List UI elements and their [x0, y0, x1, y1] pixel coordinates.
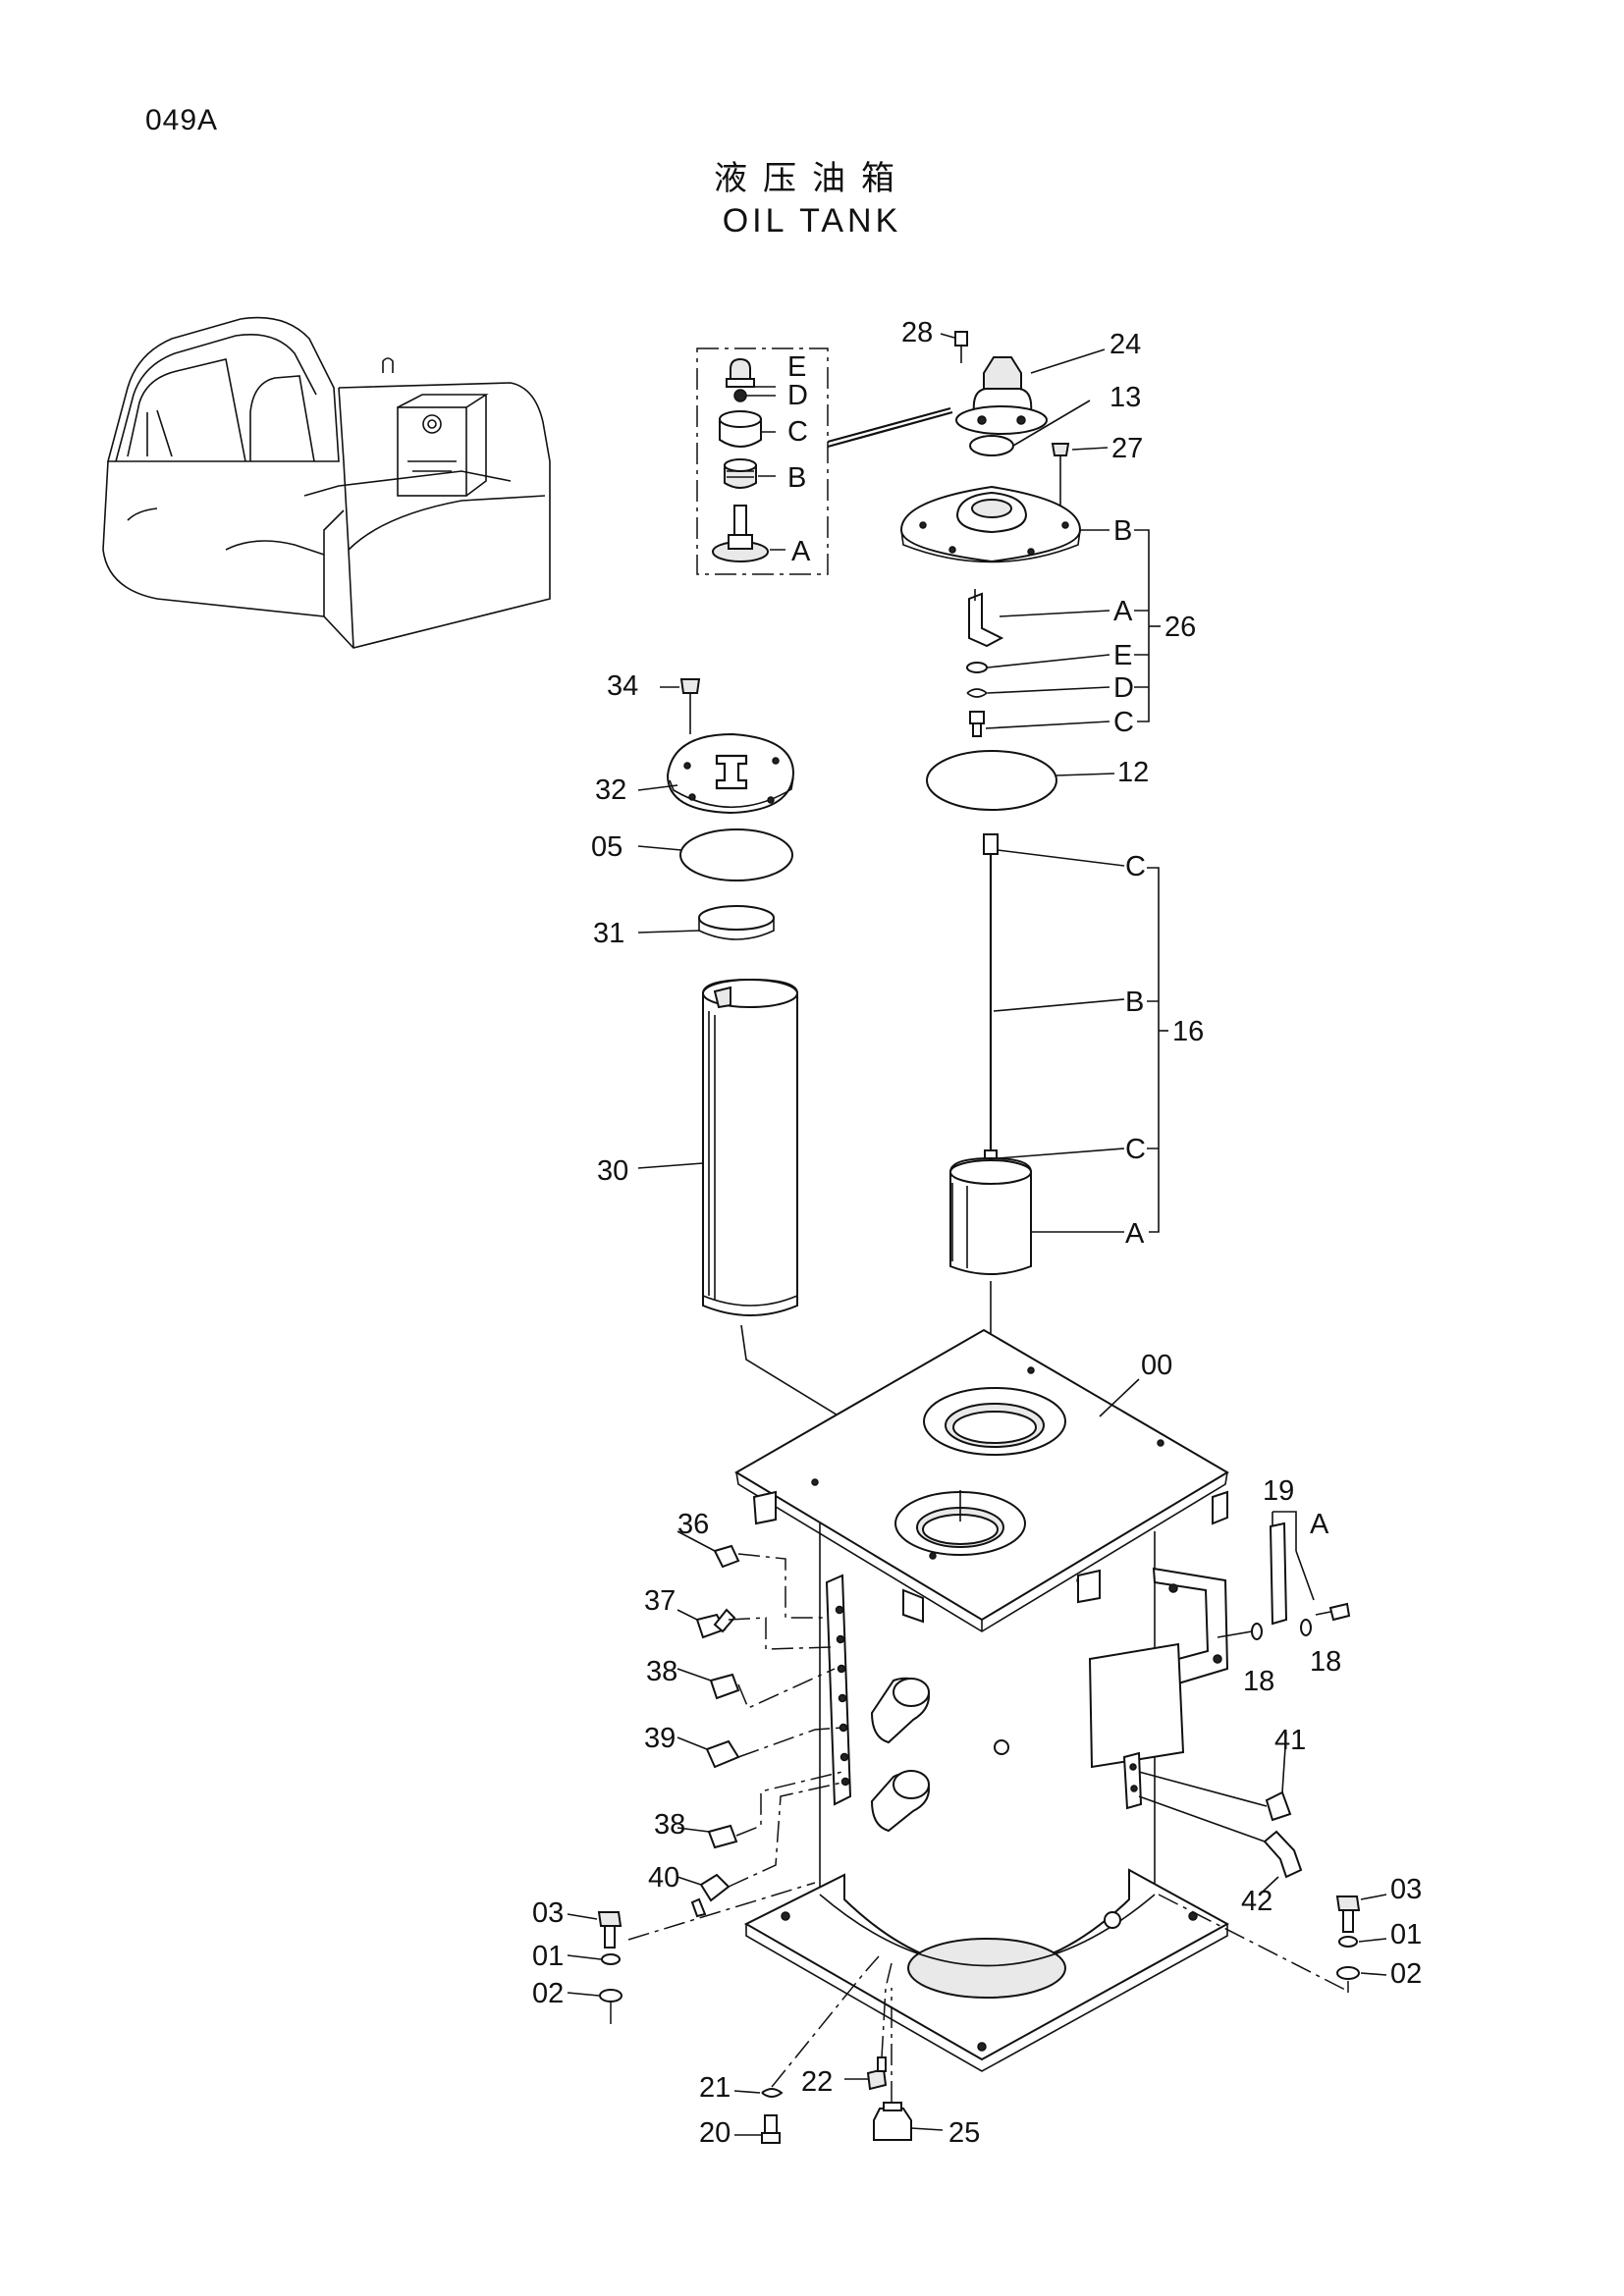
callout-22: 22 [801, 2066, 833, 2098]
callout-26-e: E [1113, 640, 1132, 671]
drain-fittings [733, 1955, 944, 2144]
callout-01-left: 01 [532, 1941, 564, 1972]
callout-42: 42 [1241, 1886, 1272, 1917]
callout-27: 27 [1111, 433, 1143, 464]
callout-30: 30 [597, 1155, 628, 1187]
oil-tank-body [734, 1328, 1230, 2072]
callout-02-left: 02 [532, 1978, 564, 2009]
breather-assembly [940, 331, 1109, 530]
mounting-bolts [567, 1882, 1387, 2024]
callout-31: 31 [593, 918, 624, 949]
callout-40: 40 [648, 1862, 679, 1894]
callout-26: 26 [1164, 612, 1196, 643]
callout-18-left: 18 [1243, 1666, 1274, 1697]
callout-16: 16 [1172, 1016, 1204, 1047]
callout-24: 24 [1110, 329, 1141, 360]
inset-label-e: E [787, 351, 806, 383]
callout-36: 36 [677, 1509, 709, 1540]
left-fittings [677, 1530, 847, 1918]
callout-16-b: B [1125, 987, 1144, 1018]
callout-20: 20 [699, 2117, 731, 2149]
callout-38-upper: 38 [646, 1656, 677, 1687]
gasket-12 [926, 750, 1115, 811]
callout-41: 41 [1274, 1725, 1306, 1756]
callout-16-c-bottom: C [1125, 1134, 1146, 1165]
inset-label-a: A [791, 536, 811, 567]
title-chinese: 液压油箱 [714, 159, 910, 198]
callout-18-right: 18 [1310, 1646, 1341, 1678]
callout-28: 28 [901, 317, 933, 348]
callout-32: 32 [595, 774, 626, 806]
callout-01-right: 01 [1390, 1919, 1422, 1950]
callout-39: 39 [644, 1723, 676, 1754]
right-fittings [1138, 1511, 1351, 1894]
page-code: 049A [145, 104, 219, 136]
callout-37: 37 [644, 1585, 676, 1617]
callout-34: 34 [607, 670, 638, 702]
cover-assembly-26 [899, 485, 1161, 737]
callout-16-c-top: C [1125, 851, 1146, 882]
callout-25: 25 [948, 2117, 980, 2149]
callout-03-right: 03 [1390, 1874, 1422, 1905]
callout-13: 13 [1110, 382, 1141, 413]
callout-02-right: 02 [1390, 1958, 1422, 1990]
callout-26-b: B [1113, 515, 1132, 547]
level-assembly-16 [949, 833, 1168, 1414]
inset-label-d: D [787, 380, 808, 411]
callout-26-a: A [1113, 596, 1133, 627]
callout-38-lower: 38 [654, 1809, 685, 1841]
inset-label-b: B [787, 462, 806, 494]
filter-assembly-left [637, 678, 961, 1491]
title-english: OIL TANK [722, 202, 902, 240]
excavator-locator-illustration [102, 316, 551, 649]
callout-03-left: 03 [532, 1897, 564, 1929]
callout-26-c: C [1113, 707, 1134, 738]
inset-label-c: C [787, 416, 808, 448]
callout-00: 00 [1141, 1350, 1172, 1381]
callout-16-a: A [1125, 1218, 1145, 1250]
callout-12: 12 [1117, 757, 1149, 788]
callout-19-a: A [1310, 1509, 1329, 1540]
cap-breakdown-inset [696, 347, 953, 575]
callout-19: 19 [1263, 1475, 1294, 1507]
callout-26-d: D [1113, 672, 1134, 704]
callout-05: 05 [591, 831, 623, 863]
callout-21: 21 [699, 2072, 731, 2104]
